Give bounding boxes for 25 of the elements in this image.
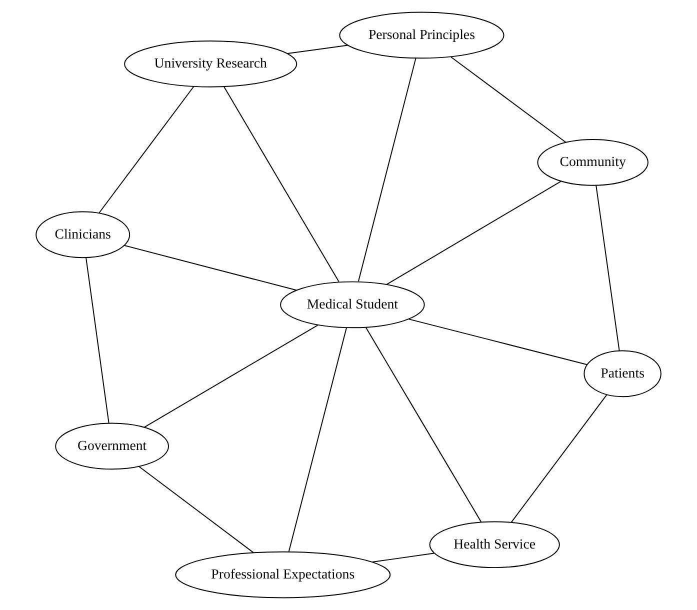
connector <box>124 245 297 291</box>
node-ellipse: Personal Principles <box>339 12 504 59</box>
connector <box>408 318 588 366</box>
connector <box>366 327 482 522</box>
connector <box>372 552 434 563</box>
node-ellipse: Professional Expectations <box>175 551 391 598</box>
node-ellipse: Health Service <box>429 521 560 568</box>
connector <box>86 257 110 424</box>
connector <box>358 58 416 282</box>
connector <box>450 56 566 143</box>
connector <box>138 466 254 554</box>
connector <box>287 44 348 54</box>
node-ellipse: Government <box>55 422 169 470</box>
connector <box>98 86 194 214</box>
connector <box>510 394 608 523</box>
node-ellipse: University Research <box>124 40 298 88</box>
node-ellipse: Clinicians <box>36 211 130 258</box>
connector <box>224 86 340 282</box>
node-ellipse: Medical Student <box>280 281 425 328</box>
connector <box>386 180 562 285</box>
connector <box>596 185 620 352</box>
connector <box>144 324 318 428</box>
node-ellipse: Community <box>537 139 648 186</box>
node-ellipse: Patients <box>584 350 662 398</box>
connector <box>288 327 347 552</box>
